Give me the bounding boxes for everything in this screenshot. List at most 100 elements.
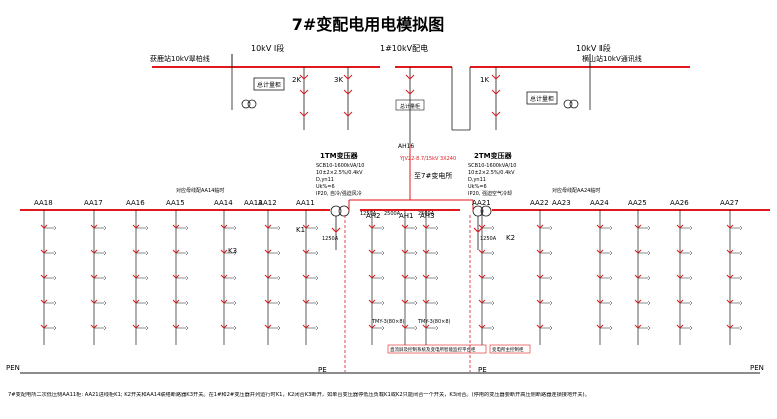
transformer-2-symbol [472, 205, 484, 217]
svg-text:SCB10-1600kVA/10: SCB10-1600kVA/10 [468, 163, 516, 169]
arrow-icon [233, 275, 237, 281]
svg-text:Uk%=6: Uk%=6 [316, 184, 335, 190]
arrow-icon [145, 250, 149, 256]
arrow-icon [549, 300, 553, 306]
arrow-icon [739, 225, 743, 231]
panel-label-aa26: AA26 [670, 199, 689, 207]
arrow-icon [185, 250, 189, 256]
svg-text:SCB10-1600kVA/10: SCB10-1600kVA/10 [316, 163, 364, 169]
panel-label-ah3: AH3 [420, 212, 435, 220]
panel-label-aa11: AA11 [296, 199, 315, 207]
arrow-icon [277, 325, 281, 331]
arrow-icon [689, 300, 693, 306]
arrow-icon [549, 250, 553, 256]
arrow-icon [647, 250, 651, 256]
to-substation-label: 至7#变电所 [414, 171, 452, 180]
panel-label-ah2: AH2 [366, 212, 381, 220]
pe-right-label: PE [478, 366, 487, 374]
cable-label: YJV22-8.7/15kV 3X240 [399, 156, 456, 162]
arrow-icon [435, 225, 439, 231]
svg-text:2500A: 2500A [418, 211, 435, 217]
arrow-icon [381, 250, 385, 256]
arrow-icon [277, 300, 281, 306]
arrow-icon [103, 300, 107, 306]
panels-center: AH2 AH1 AH3 [366, 212, 435, 220]
panel-label-aa17: AA17 [84, 199, 103, 207]
transformer-1-symbol [330, 205, 342, 217]
svg-text:10±2×2.5%/0.4kV: 10±2×2.5%/0.4kV [468, 170, 515, 176]
panel-label-aa16: AA16 [126, 199, 145, 207]
arrow-icon [414, 250, 418, 256]
arrow-icon [145, 300, 149, 306]
bus-right-label: 10kV Ⅱ段 [576, 43, 611, 53]
panel-label-aa14: AA14 [214, 199, 233, 207]
arrow-icon [647, 275, 651, 281]
transformer-2-info: 2TM变压器 SCB10-1600kVA/10 10±2×2.5%/0.4kV … [468, 151, 516, 197]
arrow-icon [609, 325, 613, 331]
panel-label-aa23: AA23 [552, 199, 571, 207]
svg-text:Uk%=6: Uk%=6 [468, 184, 487, 190]
panel-label-aa27: AA27 [720, 199, 739, 207]
arrow-icon [185, 225, 189, 231]
panel-label-aa13: AA13 [244, 199, 263, 207]
switch-k1-label: K1 [296, 226, 305, 234]
panel-label-aa24: AA24 [590, 199, 609, 207]
panel-label-aa12: AA12 [258, 199, 277, 207]
panel-label-ah1: AH1 [399, 212, 414, 220]
arrow-icon [233, 250, 237, 256]
pen-left-label: PEN [6, 364, 20, 372]
arrow-icon [381, 300, 385, 306]
switch-3k-label: 3K [334, 76, 343, 84]
svg-text:2500A: 2500A [384, 211, 401, 217]
arrow-icon [103, 250, 107, 256]
arrow-icon [381, 275, 385, 281]
bus-center-label: 1#10kV配电 [380, 43, 428, 53]
arrow-icon [491, 300, 495, 306]
arrow-icon [414, 300, 418, 306]
arrow-icon [549, 325, 553, 331]
arrow-icon [277, 250, 281, 256]
arrow-icon [739, 275, 743, 281]
arrow-icon [53, 275, 57, 281]
panel-label-aa18: AA18 [34, 199, 53, 207]
meter-right-label: 总计量柜 [530, 95, 554, 103]
arrow-icon [103, 275, 107, 281]
arrow-icon [185, 275, 189, 281]
pe-left-label: PE [318, 366, 327, 374]
arrow-icon [381, 325, 385, 331]
arrow-icon [689, 325, 693, 331]
switch-1k-label: 1K [480, 76, 489, 84]
arrow-icon [414, 325, 418, 331]
svg-text:IP20, 强迫空气冷却: IP20, 强迫空气冷却 [468, 190, 512, 197]
incoming-right-label: 横山站10kV通讯线 [582, 54, 642, 63]
svg-text:IP20, 自冷/强迫风冷: IP20, 自冷/强迫风冷 [316, 190, 362, 197]
arrow-icon [647, 300, 651, 306]
arrow-icon [609, 225, 613, 231]
arrow-icon [277, 275, 281, 281]
arrow-icon [435, 250, 439, 256]
page-title: 7#变配电用电模拟图 [292, 15, 445, 34]
arrow-icon [103, 225, 107, 231]
arrow-icon [145, 275, 149, 281]
arrow-icon [315, 225, 319, 231]
meter-center-label: 总计量柜 [400, 103, 420, 110]
note-box-2: 直流屏及控制系统及变电所智能监控平台柜 [390, 346, 476, 353]
svg-text:D,yn11: D,yn11 [316, 177, 334, 183]
transformer-1-name: 1TM变压器 [320, 151, 359, 160]
arrow-icon [491, 325, 495, 331]
arrow-icon [103, 325, 107, 331]
incomer-breaker [473, 227, 483, 233]
arrow-icon [414, 225, 418, 231]
arrow-icon [647, 325, 651, 331]
arrow-icon [491, 250, 495, 256]
arrow-icon [739, 325, 743, 331]
note-box: 变电所主控制柜 [492, 346, 524, 353]
left-title: 对应母线配AA14临时 [176, 187, 224, 194]
transformer-1-info: 1TM变压器 SCB10-1600kVA/10 10±2×2.5%/0.4kV … [316, 151, 364, 197]
arrow-icon [233, 225, 237, 231]
svg-text:1250A: 1250A [322, 236, 339, 242]
panel-label-aa15: AA15 [166, 199, 185, 207]
arrow-icon [145, 225, 149, 231]
incomer-breaker [331, 227, 341, 233]
